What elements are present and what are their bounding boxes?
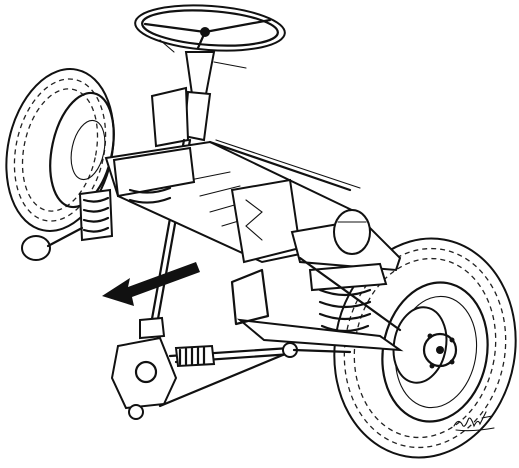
direction-arrow: [102, 262, 200, 306]
steering-box: [110, 316, 178, 420]
upper-wishbone: [290, 209, 402, 272]
lower-wishbone: [230, 256, 404, 352]
track-rod: [158, 342, 352, 408]
right-coil-spring: [308, 262, 388, 333]
brake-disc: [392, 306, 458, 384]
left-coil-spring: [21, 186, 172, 261]
steering-wheel: [134, 4, 286, 52]
artist-signature: [453, 411, 495, 432]
steering-column: [150, 39, 247, 148]
